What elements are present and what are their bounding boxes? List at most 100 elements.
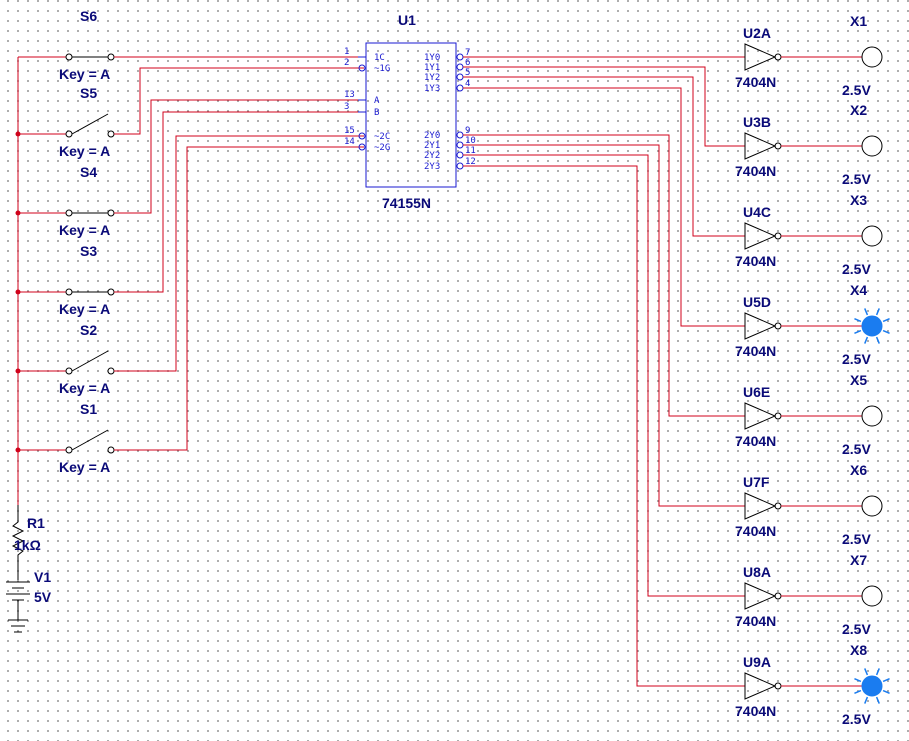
resistor-ref: R1: [27, 515, 45, 531]
inverter-ref: U2A: [743, 25, 771, 41]
pin-number: 12: [465, 157, 476, 167]
inverter-part: 7404N: [735, 433, 776, 449]
pin-number: 13: [344, 90, 355, 100]
probe-x7[interactable]: X72.5V: [842, 552, 883, 637]
inverter-u2a[interactable]: U2A 7404N: [735, 25, 862, 90]
probe-voltage: 2.5V: [842, 711, 871, 727]
switch-ref: S4: [80, 164, 97, 180]
inverter-part: 7404N: [735, 703, 776, 719]
inverter-ref: U5D: [743, 294, 771, 310]
resistor-r1[interactable]: R1 1kΩ: [11, 505, 45, 580]
inverter-u6e[interactable]: U6E 7404N: [735, 384, 862, 449]
pin-name: 1Y3: [424, 84, 440, 94]
pin-name: 1C: [374, 53, 385, 63]
source-v1[interactable]: V1 5V: [6, 569, 52, 633]
inverter-ref: U7F: [743, 474, 770, 490]
probe-ref: X1: [850, 13, 867, 29]
switch-key: Key = A: [59, 66, 110, 82]
switch-key: Key = A: [59, 301, 110, 317]
switch-ref: S6: [80, 8, 97, 24]
pin-name: ~2G: [374, 143, 390, 153]
inverter-part: 7404N: [735, 74, 776, 90]
ic-pin-2: 2~1G: [344, 58, 390, 74]
probe-x5[interactable]: X5 2.5V: [842, 372, 883, 457]
probe-ref: X2: [850, 102, 867, 118]
pin-name: ~2C: [374, 132, 390, 142]
pin-number: 11: [465, 146, 476, 156]
pin-number: 7: [465, 48, 470, 58]
switch-ref: S3: [80, 243, 97, 259]
pin-name: B: [374, 108, 379, 118]
probe-voltage: 2.5V: [842, 441, 871, 457]
switch-ref: S1: [80, 401, 97, 417]
inverter-u5d[interactable]: U5D 7404N: [735, 294, 862, 359]
probe-ref: X5: [850, 372, 867, 388]
output-wires: [463, 56, 745, 687]
probe-ref: X6: [850, 462, 867, 478]
inverter-part: 7404N: [735, 613, 776, 629]
ic-pin-1: 11C: [344, 47, 385, 63]
inverter-ref: U6E: [743, 384, 770, 400]
pin-name: A: [374, 96, 380, 106]
ground-rail: [15, 57, 21, 505]
switch-ref: S5: [80, 85, 97, 101]
inverter-u3b[interactable]: U3B 7404N: [735, 114, 862, 179]
pin-name: 2Y3: [424, 162, 440, 172]
probe-x4[interactable]: X42.5V: [842, 282, 890, 367]
ic-pin-13: 13A: [344, 90, 380, 106]
resistor-value: 1kΩ: [14, 537, 41, 553]
switch-key: Key = A: [59, 459, 110, 475]
pin-number: 10: [465, 136, 476, 146]
probe-x6[interactable]: X6 2.5V: [842, 462, 883, 547]
switch-ref: S2: [80, 322, 97, 338]
inverter-u4c[interactable]: U4C 7404N: [735, 204, 862, 269]
inverter-part: 7404N: [735, 343, 776, 359]
switch-key: Key = A: [59, 143, 110, 159]
probe-ref: X3: [850, 192, 867, 208]
pin-name: 1Y1: [424, 63, 440, 73]
inverter-u9a[interactable]: U9A 7404N: [735, 654, 862, 719]
probe-ref: X4: [850, 282, 867, 298]
probe-voltage: 2.5V: [842, 531, 871, 547]
probe-voltage: 2.5V: [842, 261, 871, 277]
pin-name: 2Y2: [424, 151, 440, 161]
probe-group: X12.5VX22.5VX32.5VX42.5VX52.5VX62.5VX72.…: [842, 13, 890, 727]
switch-key: Key = A: [59, 222, 110, 238]
ic-ref: U1: [398, 12, 416, 28]
pin-number: 14: [344, 137, 355, 147]
ic-part: 74155N: [382, 195, 431, 211]
input-wires: [114, 56, 364, 451]
probe-x3[interactable]: X3 2.5V: [842, 192, 883, 277]
inverter-ref: U4C: [743, 204, 771, 220]
source-value: 5V: [34, 589, 52, 605]
probe-ref: X8: [850, 642, 867, 658]
inverter-group: U2A 7404N U3B 7404N U4C 7404N U5D 7404N U6E 7404N…: [735, 25, 862, 719]
inverter-part: 7404N: [735, 163, 776, 179]
ic-pin-14: 14 ~2G: [344, 137, 390, 153]
probe-x2[interactable]: X22.5V: [842, 102, 883, 187]
pin-number: 6: [465, 58, 470, 68]
probe-ref: X7: [850, 552, 867, 568]
pin-number: 4: [465, 79, 470, 89]
pin-name: 1Y2: [424, 73, 440, 83]
source-ref: V1: [34, 569, 51, 585]
pin-name: 2Y1: [424, 141, 440, 151]
inverter-ref: U9A: [743, 654, 771, 670]
inverter-part: 7404N: [735, 253, 776, 269]
probe-x8[interactable]: X8 2.5V: [842, 642, 890, 727]
inverter-ref: U3B: [743, 114, 771, 130]
probe-x1[interactable]: X12.5V: [842, 13, 883, 98]
